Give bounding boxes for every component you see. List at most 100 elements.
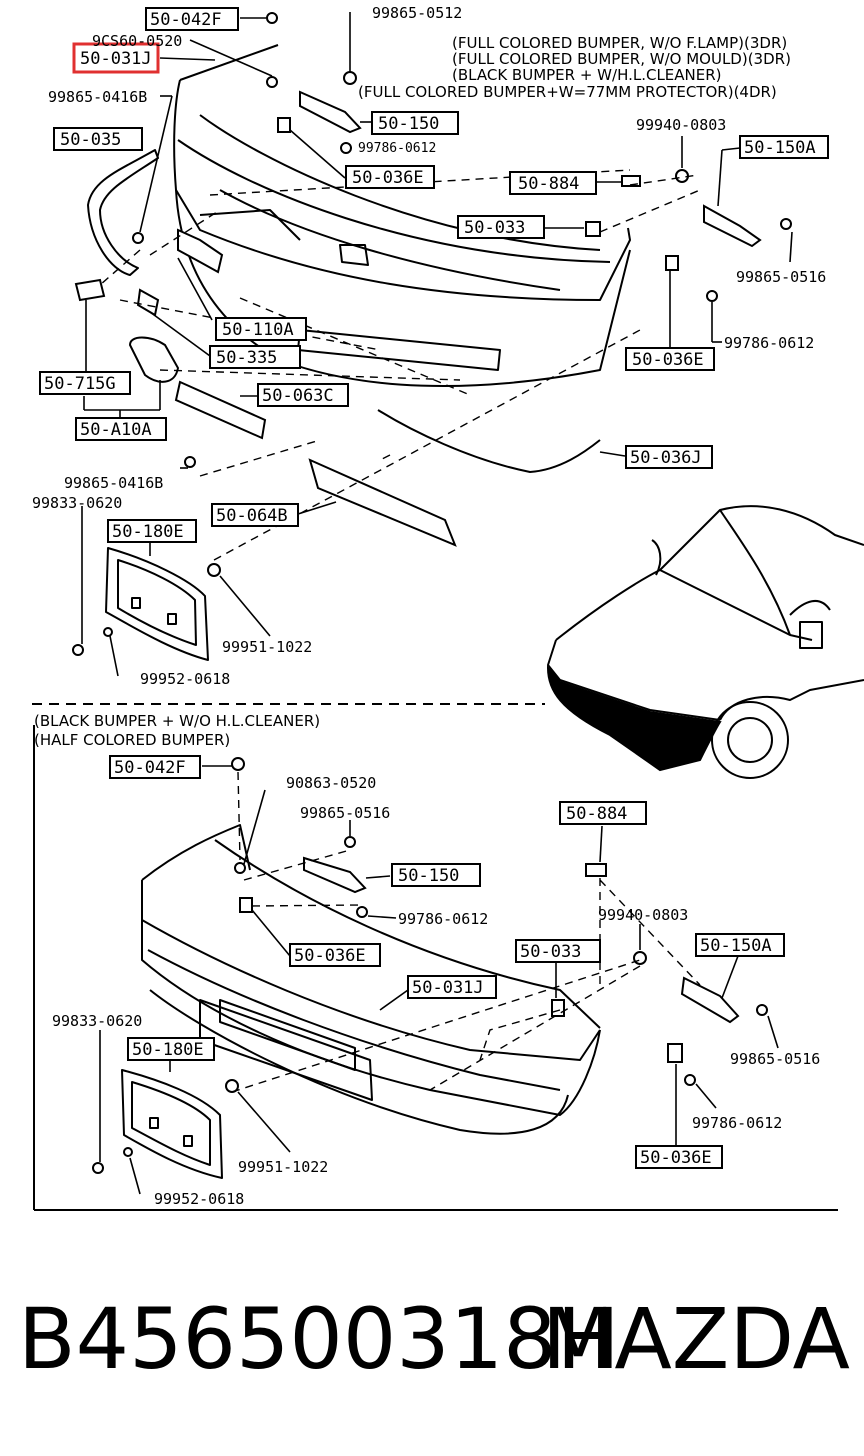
pn-99833-0620: 99833-0620 [32,494,122,512]
screw-0416b-a [132,232,144,244]
pn-99952-0618: 99952-0618 [140,670,230,688]
label-50-150a: 50-150A [744,138,816,158]
label-50-150: 50-150 [378,114,439,134]
pn-lower-99951-1022: 99951-1022 [238,1158,328,1176]
clip-033-lower [551,999,565,1017]
lamp-a10a [128,336,180,383]
label-50-064b: 50-064B [216,506,288,526]
pn-99865-0416b-a: 99865-0416B [48,88,147,106]
clip-036e-b [665,255,679,271]
upper-note-1: (FULL COLORED BUMPER, W/O F.LAMP)(3DR) [452,34,787,52]
label-lower-50-884: 50-884 [566,804,627,824]
lower-note-1: (BLACK BUMPER + W/O H.L.CLEANER) [34,712,320,730]
screw-0416b-b [184,456,196,468]
clip-033 [585,221,601,237]
label-50-884: 50-884 [518,174,579,194]
bracket-150a-lower [680,976,740,1024]
screw-0612-lower-b [684,1074,696,1086]
pn-9cs60-0520: 9CS60-0520 [92,32,182,50]
lower-labels: 50-042F 50-150 50-036E 50-884 50-033 50-… [109,755,785,1169]
footer: B456500318H MAZDA [0,1290,864,1410]
footer-brand: MAZDA [541,1290,850,1388]
clip-036e-lower-b [667,1043,683,1063]
pn-lower-99952-0618: 99952-0618 [154,1190,244,1208]
upper-labels: 50-042F 50-031J 50-035 50-150 50-036E 50… [39,7,829,543]
screw-0612-a [340,142,352,154]
label-lower-50-036e-b: 50-036E [640,1148,712,1168]
clip-036e-lower-a [239,897,253,913]
label-50-a10a: 50-A10A [80,420,152,440]
label-50-063c: 50-063C [262,386,334,406]
label-lower-50-150a: 50-150A [700,936,772,956]
upper-part-numbers: 99865-0512 9CS60-0520 99865-0416B 99786-… [32,4,826,688]
label-lower-50-033: 50-033 [520,942,581,962]
label-lower-50-042f: 50-042F [114,758,186,778]
label-50-335: 50-335 [216,348,277,368]
pn-99940-0803: 99940-0803 [636,116,726,134]
upper-notes: (FULL COLORED BUMPER, W/O F.LAMP)(3DR) (… [358,34,791,101]
lower-notes: (BLACK BUMPER + W/O H.L.CLEANER) (HALF C… [34,712,320,749]
pn-lower-99865-0516-b: 99865-0516 [730,1050,820,1068]
clip-335 [136,288,160,317]
upper-fasteners [72,12,792,656]
clip-884-lower [585,863,607,877]
label-lower-50-150: 50-150 [398,866,459,886]
strip-036j [377,409,601,473]
label-50-036j: 50-036J [630,448,702,468]
pn-lower-99786-0612-a: 99786-0612 [398,910,488,928]
washer-0618-lower [123,1147,133,1157]
screw-0520-lower [234,862,246,874]
label-50-715g: 50-715G [44,374,116,394]
clip-042f [266,12,278,24]
label-lower-50-180e: 50-180E [132,1040,204,1060]
clip-715g [74,278,106,302]
nut-0803 [675,169,689,183]
label-50-042f: 50-042F [150,10,222,30]
pn-99865-0516: 99865-0516 [736,268,826,286]
label-lower-50-031j: 50-031J [412,978,484,998]
label-lower-50-036e-a: 50-036E [294,946,366,966]
bracket-110a [177,228,224,274]
lower-bumper-cover [141,824,601,1135]
screw-0612-lower-a [356,906,368,918]
upper-leader-lines [81,12,793,677]
footer-part-number: B456500318H [18,1290,620,1388]
pn-99865-0416b-b: 99865-0416B [64,474,163,492]
pn-lower-99865-0516-a: 99865-0516 [300,804,390,822]
screw-0516 [780,218,792,230]
screw-0620 [72,644,84,656]
lower-part-numbers: 90863-0520 99865-0516 99786-0612 99940-0… [52,774,820,1208]
nut-0803-lower [633,951,647,965]
label-50-036e-b: 50-036E [632,350,704,370]
upper-note-4: (FULL COLORED BUMPER+W=77MM PROTECTOR)(4… [358,83,777,101]
pn-99865-0512: 99865-0512 [372,4,462,22]
screw-0620-lower [92,1162,104,1174]
screw-0516-lower-b [756,1004,768,1016]
washer-0618 [103,627,113,637]
pn-99786-0612-b: 99786-0612 [724,334,814,352]
upper-note-3: (BLACK BUMPER + W/H.L.CLEANER) [452,66,722,84]
screw-0612-b [706,290,718,302]
bracket-150 [299,90,362,134]
clip-036e-a [277,117,291,133]
screw-0516-lower-a [344,836,356,848]
license-bracket-upper [105,547,209,661]
pn-lower-99833-0620: 99833-0620 [52,1012,142,1030]
lower-leader-lines [99,765,779,1195]
upper-bumper-cover [173,44,631,387]
label-50-180e: 50-180E [112,522,184,542]
clip-042f-lower [231,757,245,771]
pn-99786-0612-a: 99786-0612 [358,141,436,156]
upper-note-2: (FULL COLORED BUMPER, W/O MOULD)(3DR) [452,50,791,68]
side-moulding [87,149,159,276]
screw-0520 [266,76,278,88]
nut-1022 [207,563,221,577]
lower-note-2: (HALF COLORED BUMPER) [34,731,230,749]
label-50-033: 50-033 [464,218,525,238]
bracket-150-lower [303,856,367,894]
label-50-110a: 50-110A [222,320,294,340]
pn-lower-99786-0612-b: 99786-0612 [692,1114,782,1132]
screw-0512 [343,71,357,85]
label-50-035: 50-035 [60,130,121,150]
